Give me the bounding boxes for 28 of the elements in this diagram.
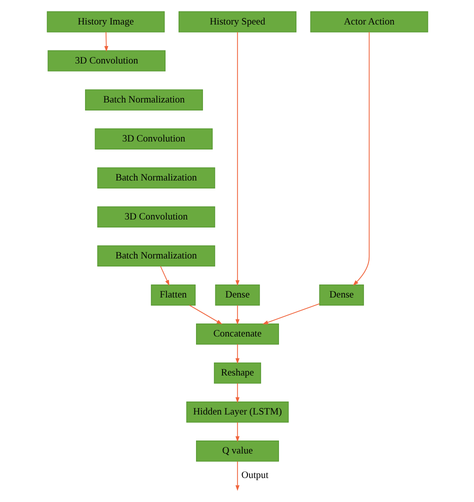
arrow [235, 32, 239, 286]
arrow [235, 304, 239, 325]
node-box: Hidden Layer (LSTM) [186, 402, 288, 423]
arrow [235, 422, 239, 442]
node-box: Flatten [150, 284, 196, 306]
node-box: Concatenate [196, 323, 278, 345]
edge-label: Output [240, 470, 268, 482]
arrow [188, 304, 222, 324]
node-box: 3D Convolution [47, 50, 166, 72]
node-box: Dense [318, 284, 364, 306]
node-box: Batch Normalization [84, 89, 202, 110]
arrow [235, 461, 239, 491]
arrow [352, 32, 370, 286]
node-box: History Image [46, 11, 164, 32]
node-box: Actor Action [310, 11, 428, 32]
node-box: History Speed [178, 11, 296, 32]
arrow [235, 382, 239, 403]
node-box: Dense [214, 284, 260, 306]
node-box: Reshape [213, 362, 261, 384]
node-box: Q value [196, 440, 278, 462]
node-box: 3D Convolution [96, 206, 215, 228]
node-box: Batch Normalization [96, 167, 215, 189]
arrow [235, 344, 239, 364]
node-box: 3D Convolution [94, 128, 212, 150]
arrow [160, 266, 169, 286]
arrow [104, 32, 108, 52]
node-box: Batch Normalization [96, 245, 215, 267]
arrow [262, 303, 320, 324]
